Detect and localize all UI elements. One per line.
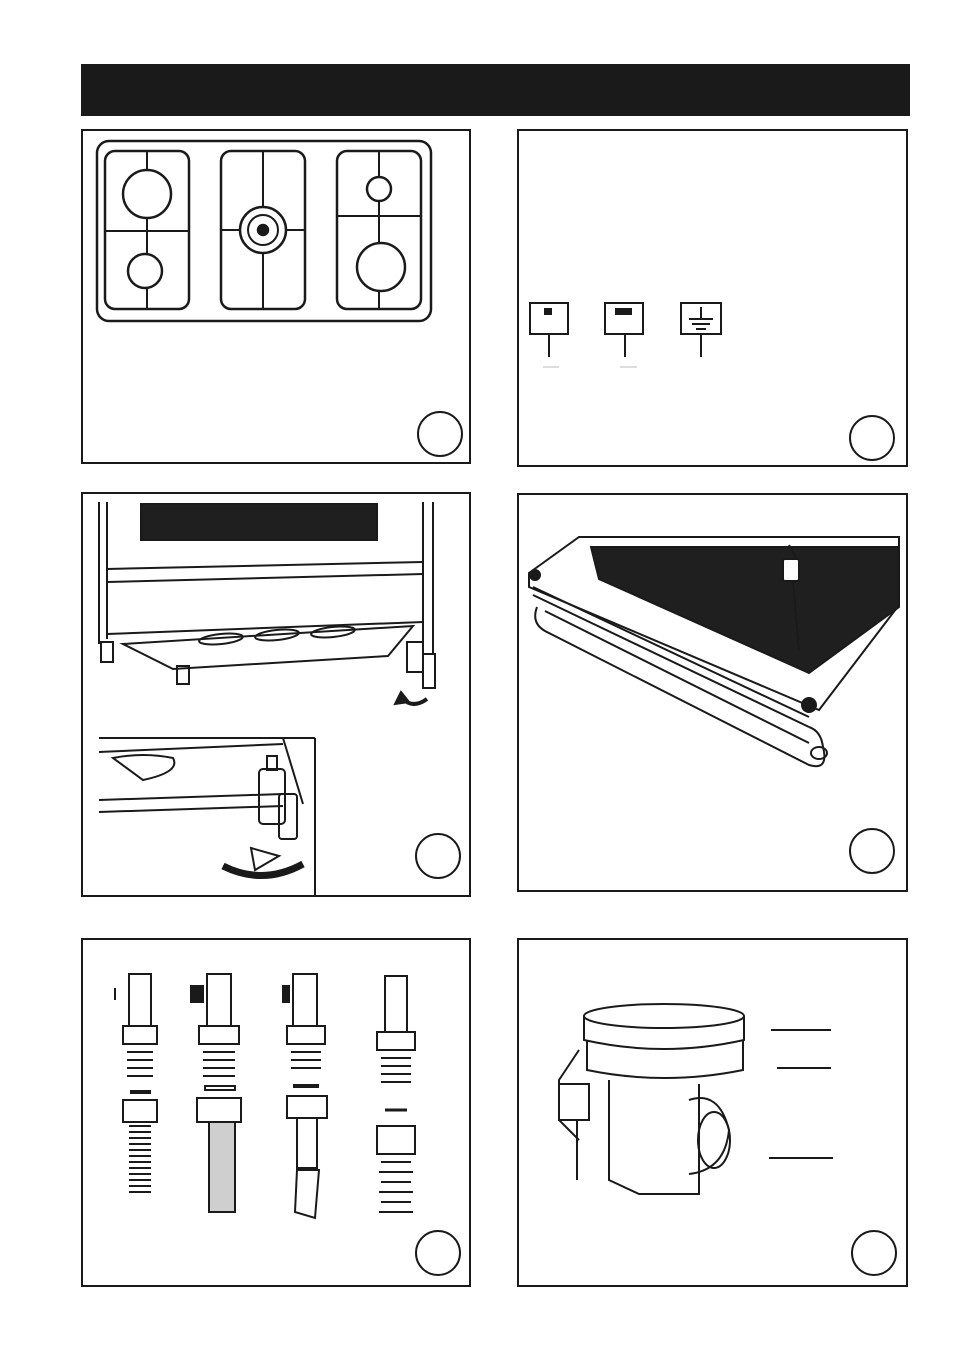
foot-icon (406, 641, 424, 673)
burner-icon (126, 252, 164, 290)
screw-icon (529, 569, 541, 581)
hose-icon (208, 1121, 236, 1213)
foot-icon (258, 768, 286, 825)
burner-assembly-panel (517, 938, 908, 1287)
step-circle (849, 415, 895, 461)
burner-cap-icon (583, 1003, 745, 1029)
connectors-illustration (114, 973, 416, 1220)
nut-icon (376, 1031, 416, 1051)
foot-icon (176, 665, 190, 685)
adjustable-feet-panel (81, 492, 471, 897)
nut-icon (376, 1125, 416, 1155)
base-panel-illustration (528, 536, 900, 768)
oven-base-panel (517, 493, 908, 892)
nut-icon (196, 1097, 242, 1123)
feet-illustration (98, 502, 436, 895)
hose-icon (206, 973, 232, 1027)
oven-window (140, 503, 378, 541)
gas-connectors-panel (81, 938, 471, 1287)
hose-icon (384, 975, 408, 1033)
nut-icon (122, 1025, 158, 1045)
washer-icon (204, 1085, 236, 1091)
burner-icon (121, 168, 173, 220)
step-circle (851, 1230, 897, 1276)
header-bar (81, 64, 910, 116)
hose-icon (292, 973, 318, 1027)
panel-screen (589, 546, 900, 675)
hose-icon (296, 1117, 318, 1169)
nut-icon (198, 1025, 240, 1045)
hob-layout-panel (81, 129, 471, 464)
terminal-icon (604, 302, 644, 335)
step-circle (417, 411, 463, 457)
hob-illustration (95, 139, 433, 323)
step-circle (415, 1230, 461, 1276)
terminal-illustration (529, 302, 722, 368)
burner-illustration (558, 1003, 833, 1195)
foot-icon (100, 641, 114, 663)
nut-icon (286, 1095, 328, 1119)
nut-icon (122, 1099, 158, 1123)
terminal-icon (529, 302, 569, 335)
burner-icon (355, 241, 407, 293)
nut-icon (286, 1025, 326, 1045)
foot-icon (278, 793, 298, 840)
step-circle (415, 833, 461, 879)
hose-icon (128, 973, 152, 1027)
step-circle (849, 828, 895, 874)
burner-icon (365, 175, 393, 203)
screw-icon (801, 697, 817, 713)
electrical-terminals-panel (517, 129, 908, 467)
foot-icon (422, 653, 436, 689)
rotation-arrow-icon (221, 860, 305, 879)
hob-outline (95, 139, 433, 323)
screwdriver-icon (782, 558, 800, 582)
